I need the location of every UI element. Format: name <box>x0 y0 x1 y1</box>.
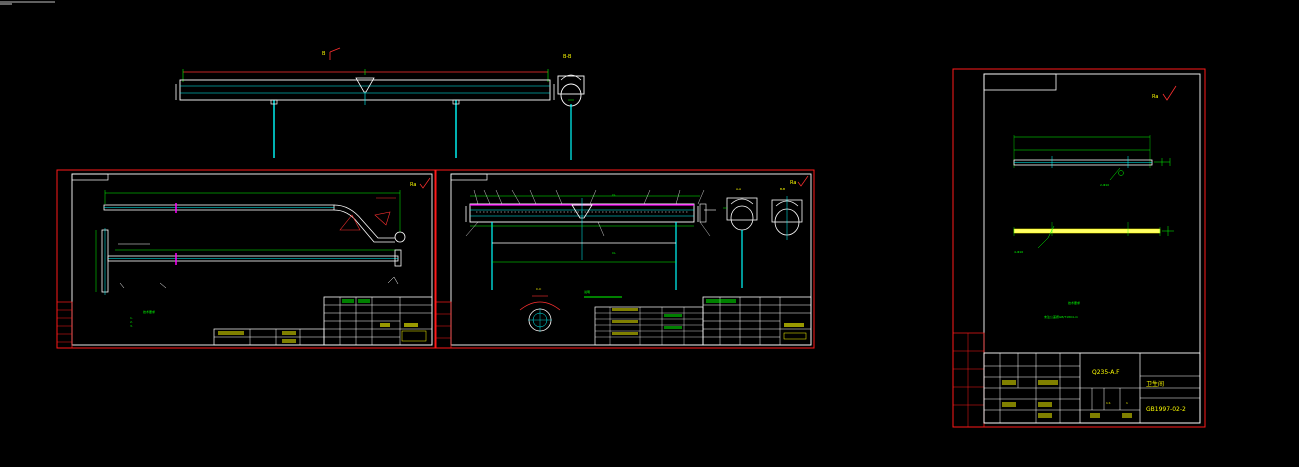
part-view-lower: 4-Φ16 <box>1013 222 1174 254</box>
note-line: 1. <box>130 316 133 320</box>
section-view-c-c: C-C <box>519 287 561 332</box>
section-label: A-A <box>736 187 742 191</box>
section-view-b-b: B-B <box>771 187 803 240</box>
binding-strip <box>435 301 452 349</box>
top-elevation-view: B <box>175 47 555 158</box>
section-label: C-C <box>536 287 541 291</box>
note-line: 3. <box>130 324 133 328</box>
section-mark: B <box>322 51 326 57</box>
drawing-number-text: GB1997-02-2 <box>1146 406 1186 413</box>
notes-heading: 技术要求 <box>143 309 155 314</box>
centerline-mark: CL <box>612 193 616 197</box>
roughness-symbol: Ra <box>790 180 796 186</box>
material-text: Q235-A.F <box>1092 369 1120 376</box>
binding-strip <box>952 332 985 428</box>
hole-note: 4-Φ16 <box>1014 250 1023 254</box>
note-text: 说明 <box>584 289 590 294</box>
technical-notes: 技术要求 未注公差按GB/T1804-m <box>1044 300 1080 319</box>
side-bracket <box>699 203 716 223</box>
support-leg <box>270 99 278 158</box>
drawing-sheet-middle[interactable]: CL CL A-A B-B Ra C-C <box>435 169 815 349</box>
hole-note: 2-Φ10 <box>1100 183 1109 187</box>
technical-notes: 技术要求 1. 2. 3. <box>130 309 155 328</box>
pipe-assembly-upper <box>103 190 406 243</box>
centerline-mark: CL <box>612 251 616 255</box>
note-line: 2. <box>130 320 133 324</box>
notes-heading: 技术要求 <box>1068 300 1080 305</box>
qty-text: 1 <box>1126 401 1128 405</box>
title-block <box>213 296 433 346</box>
drawing-sheet-left[interactable]: Ra 技术要求 1. 2. 3. <box>56 169 436 349</box>
model-tab[interactable] <box>0 1 55 5</box>
title-block <box>594 296 812 346</box>
roughness-symbol: Ra <box>1152 94 1158 100</box>
middle-note: 说明 <box>584 289 622 298</box>
pipe-assembly-lower <box>95 228 402 295</box>
trough-assembly: CL CL <box>465 189 711 290</box>
support-leg <box>452 99 460 158</box>
binding-strip <box>56 301 73 349</box>
drawing-sheet-right[interactable]: Ra 2-Φ10 <box>952 68 1206 428</box>
roughness-symbol: Ra <box>410 182 416 188</box>
note-line: 未注公差按GB/T1804-m <box>1044 314 1078 319</box>
part-view-upper: 2-Φ10 <box>1013 135 1171 187</box>
title-block: Q235-A.F 卫生间 1:1 1 GB1997-02-2 <box>983 352 1201 424</box>
section-label: B-B <box>563 54 572 60</box>
section-view-b-b: B-B <box>557 54 585 160</box>
scale-text: 1:1 <box>1106 401 1111 405</box>
part-name-text: 卫生间 <box>1146 380 1164 388</box>
section-view-a-a: A-A <box>723 187 758 288</box>
section-label: B-B <box>780 187 785 191</box>
